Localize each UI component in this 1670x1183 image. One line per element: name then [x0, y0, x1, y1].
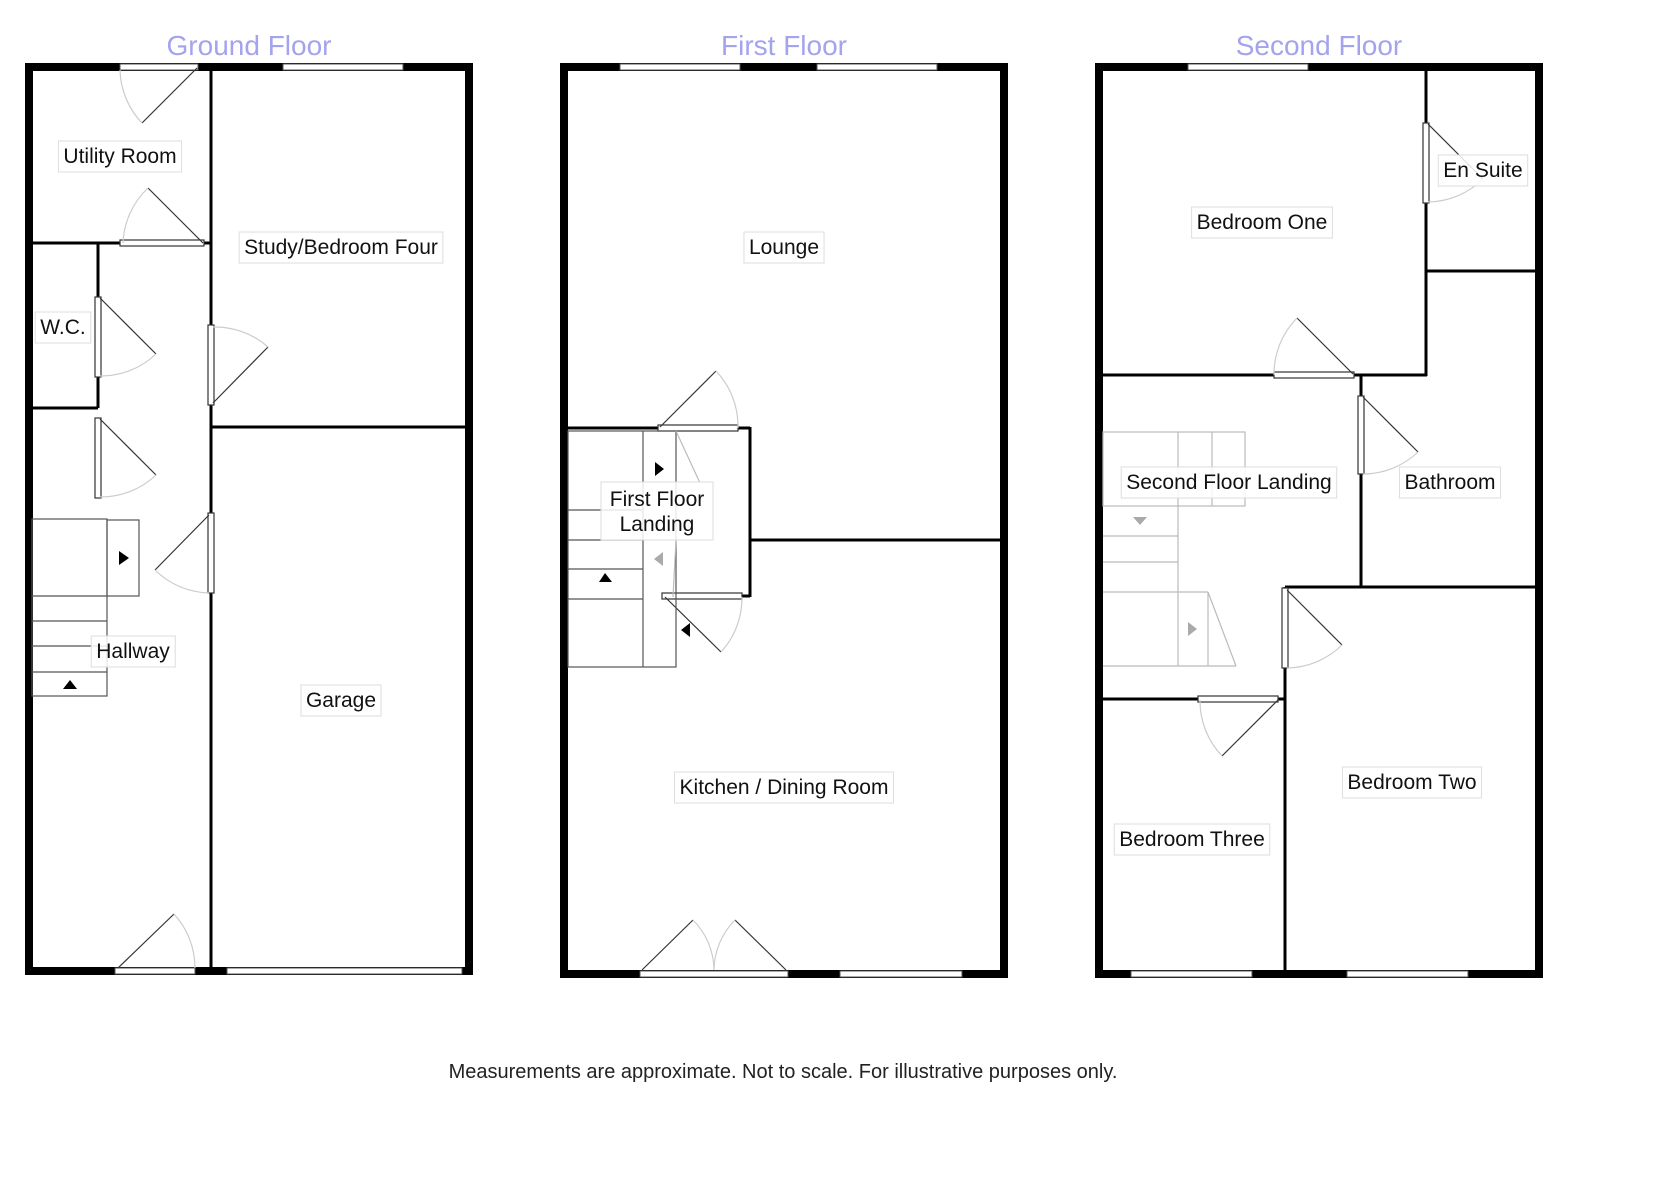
ground-floor-plan: Ground Floor	[25, 30, 473, 975]
svg-text:Hallway: Hallway	[96, 640, 170, 663]
svg-text:Bathroom: Bathroom	[1404, 471, 1495, 494]
room-label-bedroom-one: Bedroom One	[1191, 206, 1333, 239]
staircase	[567, 430, 701, 668]
garage-door	[226, 967, 463, 975]
door	[119, 187, 205, 247]
french-door	[641, 919, 787, 971]
svg-text:Lounge: Lounge	[749, 236, 819, 259]
svg-text:First Floor: First Floor	[610, 488, 705, 511]
svg-text:Landing: Landing	[620, 513, 695, 536]
stair-arrow-icon	[63, 680, 77, 689]
wall	[25, 63, 33, 975]
stair-arrow-icon	[681, 623, 690, 637]
window	[282, 63, 404, 71]
room-label-bedroom-three: Bedroom Three	[1113, 823, 1271, 856]
svg-text:En Suite: En Suite	[1443, 159, 1522, 182]
room-label-utility-room: Utility Room	[57, 140, 183, 173]
door	[94, 296, 157, 378]
svg-text:W.C.: W.C.	[40, 316, 86, 339]
room-label-study-bedroom-four: Study/Bedroom Four	[238, 231, 444, 264]
ground-floor-title: Ground Floor	[167, 30, 332, 61]
room-label-second-floor-landing: Second Floor Landing	[1120, 466, 1338, 499]
first-floor-plan: First Floor	[560, 30, 1008, 978]
svg-text:Bedroom Two: Bedroom Two	[1347, 771, 1476, 794]
second-floor-title: Second Floor	[1236, 30, 1403, 61]
door	[117, 913, 196, 969]
room-label-kitchen-dining-room: Kitchen / Dining Room	[674, 771, 894, 804]
stair-arrow-icon	[654, 552, 663, 566]
room-label-bedroom-two: Bedroom Two	[1341, 766, 1483, 799]
window	[816, 63, 938, 71]
room-label-first-floor-landing: First Floor Landing	[600, 481, 714, 541]
stair-arrow-icon	[599, 573, 612, 582]
disclaimer-footer: Measurements are approximate. Not to sca…	[449, 1061, 1118, 1083]
room-label-en-suite: En Suite	[1437, 154, 1529, 187]
stair-arrow-icon	[1188, 622, 1197, 636]
door	[119, 67, 198, 124]
room-label-wc: W.C.	[34, 311, 92, 344]
window	[1130, 970, 1253, 978]
door	[207, 324, 269, 406]
room-label-lounge: Lounge	[743, 231, 825, 264]
room-label-garage: Garage	[300, 684, 382, 717]
svg-text:Study/Bedroom Four: Study/Bedroom Four	[244, 236, 438, 259]
door	[1273, 317, 1355, 379]
svg-text:Kitchen / Dining Room: Kitchen / Dining Room	[680, 776, 889, 799]
stair-arrow-icon	[119, 551, 129, 565]
second-floor-plan: Second Floor	[1095, 30, 1543, 978]
svg-text:Second Floor Landing: Second Floor Landing	[1126, 471, 1331, 494]
svg-text:Bedroom One: Bedroom One	[1197, 211, 1328, 234]
window	[619, 63, 741, 71]
door	[661, 592, 743, 653]
svg-text:Utility Room: Utility Room	[63, 145, 176, 168]
door	[1197, 695, 1279, 757]
stair-arrow-icon	[655, 462, 664, 476]
wall	[465, 63, 473, 975]
door	[1357, 395, 1419, 475]
french-doors	[639, 970, 789, 978]
staircase	[31, 518, 140, 697]
wall	[25, 63, 473, 71]
door	[154, 512, 215, 594]
svg-text:Bedroom Three: Bedroom Three	[1119, 828, 1265, 851]
door	[657, 370, 739, 432]
window	[1346, 970, 1469, 978]
first-floor-title: First Floor	[721, 30, 847, 61]
front-door-opening	[114, 967, 196, 975]
room-label-bathroom: Bathroom	[1398, 466, 1502, 499]
door	[94, 417, 157, 499]
svg-text:Garage: Garage	[306, 689, 376, 712]
window	[1187, 63, 1309, 71]
room-label-hallway: Hallway	[90, 635, 176, 668]
external-door-opening	[119, 63, 199, 71]
door	[1281, 587, 1343, 669]
window	[839, 970, 963, 978]
stair-arrow-icon	[1133, 517, 1147, 525]
